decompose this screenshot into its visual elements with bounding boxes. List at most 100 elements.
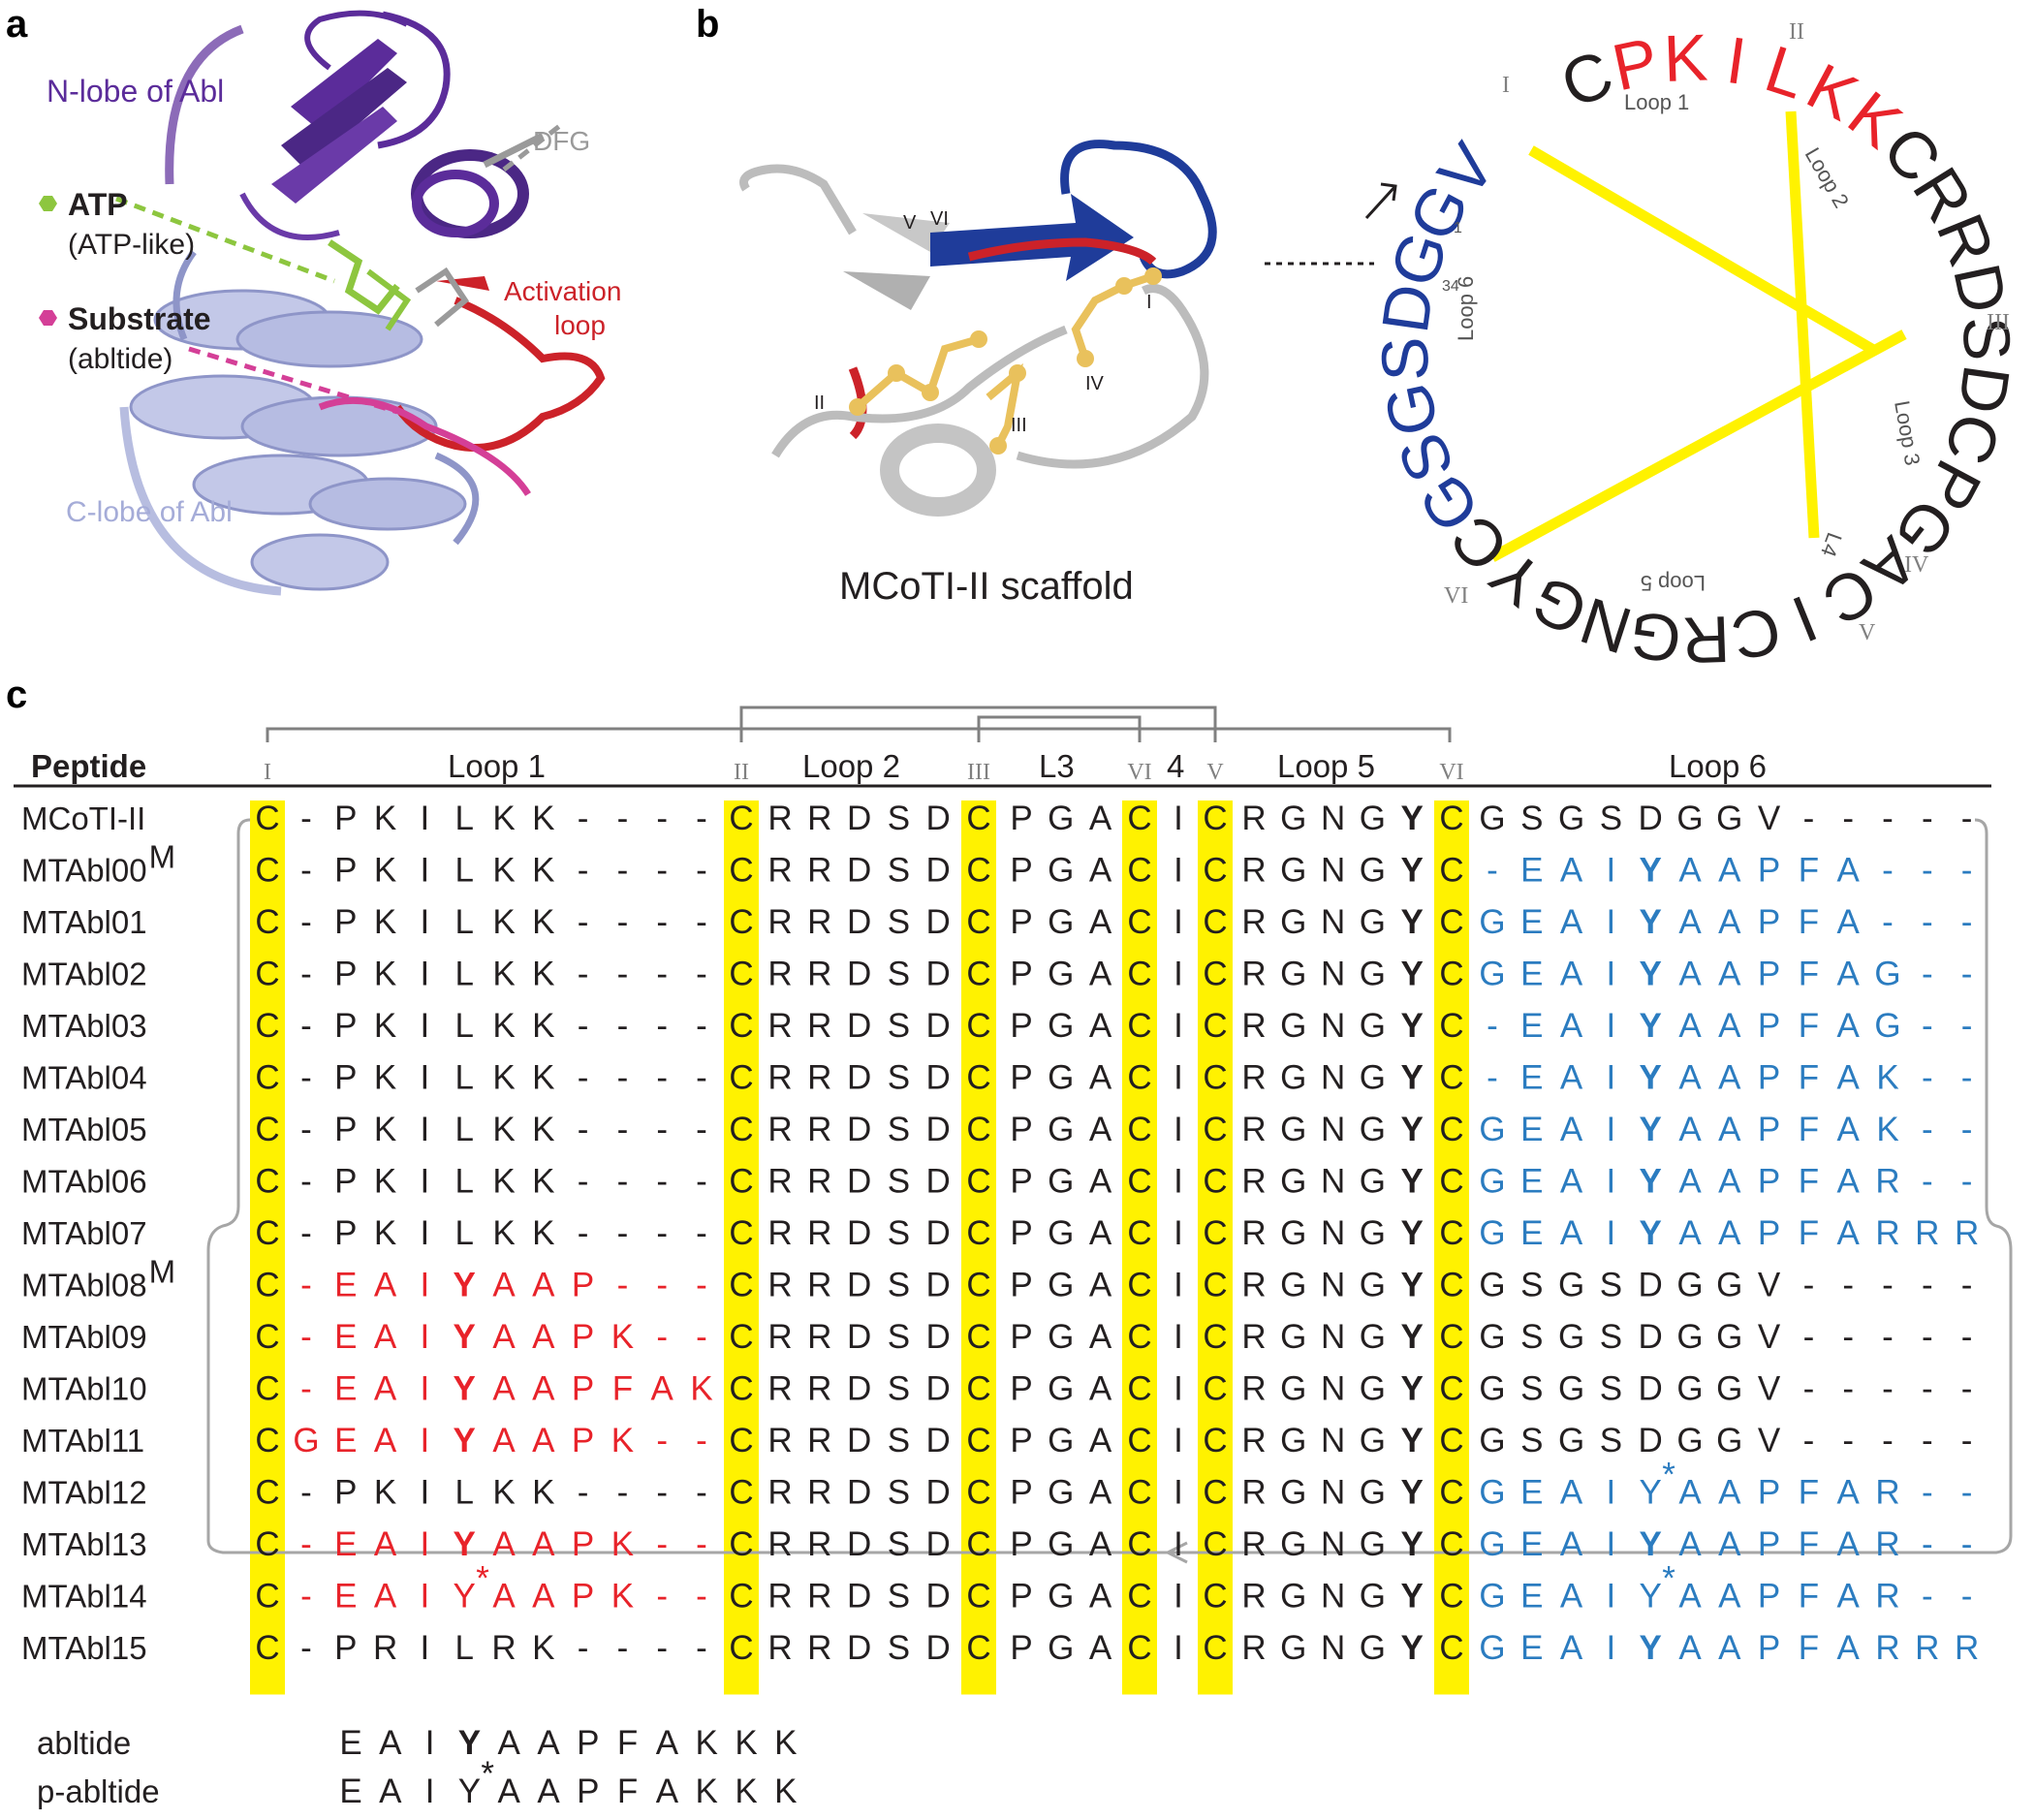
loop1-residue: P	[334, 1059, 357, 1097]
loop6-residue: -	[1882, 903, 1894, 941]
loop1-residue: -	[656, 1214, 668, 1252]
loop6-residue: -	[1882, 1267, 1894, 1304]
loop6-residue: G	[1479, 1422, 1505, 1459]
loop6-residue: R	[1915, 1214, 1939, 1252]
loop6-residue: E	[1520, 1007, 1543, 1045]
loop5-residue: Y	[1401, 1007, 1424, 1045]
loop5-residue: G	[1360, 1163, 1386, 1201]
wheel-residue: S	[1949, 316, 2024, 362]
loop1-residue: A	[492, 1318, 516, 1356]
loop1-residue: -	[617, 1007, 629, 1045]
peptide-superscript: M	[149, 1254, 176, 1290]
loop2-residue: R	[807, 1214, 831, 1252]
loop5-residue: R	[1241, 1318, 1266, 1356]
loop1-residue: -	[656, 1474, 668, 1512]
loop2-residue: R	[807, 1578, 831, 1616]
loop1-residue: I	[421, 800, 430, 837]
cys-residue: C	[729, 1059, 753, 1097]
loop1-residue: K	[492, 1163, 515, 1201]
loop6-residue: E	[1520, 852, 1543, 890]
panel-a: a	[6, 3, 621, 596]
reference-residue: K	[735, 1773, 757, 1810]
loop1-residue: E	[334, 1525, 357, 1563]
loop1-residue: L	[454, 1007, 473, 1045]
loop2-residue: D	[847, 1578, 871, 1616]
wheel-residue: C	[1725, 592, 1787, 675]
cys-residue: C	[1203, 1422, 1227, 1459]
cys-residue: C	[1127, 1422, 1151, 1459]
loop5-residue: N	[1321, 1422, 1345, 1459]
loop1-residue: A	[374, 1422, 397, 1459]
reference-residue: A	[498, 1773, 521, 1810]
loop3-residue: G	[1048, 1578, 1074, 1616]
cys-residue: C	[1439, 1214, 1463, 1252]
loop1-residue: P	[572, 1578, 594, 1616]
cys-residue: C	[966, 1370, 990, 1408]
cys-residue: C	[729, 1163, 753, 1201]
loop3-residue: P	[1010, 800, 1032, 837]
loop4-residue: I	[1174, 1629, 1183, 1667]
activation-loop-label-2: loop	[554, 310, 606, 340]
loop6-residue: G	[1716, 1267, 1742, 1304]
cys-residue: C	[255, 1422, 279, 1459]
loop1-residue: -	[656, 1525, 668, 1563]
loop1-residue: -	[300, 1370, 312, 1408]
loop2-residue: D	[847, 1007, 871, 1045]
loop4-residue: I	[1174, 1318, 1183, 1356]
loop5-residue: R	[1241, 1059, 1266, 1097]
loop6-residue: -	[1922, 1059, 1933, 1097]
loop1-residue: -	[578, 1474, 589, 1512]
cys-residue: C	[255, 1318, 279, 1356]
loop1-residue: K	[374, 1163, 396, 1201]
loop6-residue: S	[1520, 1267, 1543, 1304]
cys-residue: C	[1203, 1111, 1227, 1148]
cysteine-highlight	[1198, 800, 1233, 1695]
cys-residue: C	[1203, 903, 1227, 941]
loop6-residue: G	[1558, 1318, 1584, 1356]
reference-residue: Y	[458, 1724, 481, 1762]
loop6-residue: A	[1837, 852, 1861, 890]
loop6-residue: P	[1758, 956, 1780, 993]
loop6-residue: -	[1922, 1267, 1933, 1304]
loop1-residue: K	[374, 1111, 396, 1148]
cys-residue: C	[966, 1111, 990, 1148]
loop6-residue: -	[1961, 1267, 1973, 1304]
loop2-residue: R	[767, 1214, 792, 1252]
loop6-residue: -	[1922, 1163, 1933, 1201]
loop1-residue: -	[300, 1578, 312, 1616]
wheel-loop-5: Loop 5	[1641, 571, 1706, 595]
loop6-residue: A	[1718, 1629, 1741, 1667]
loop6-residue: R	[1955, 1214, 1979, 1252]
loop6-residue: -	[1922, 1474, 1933, 1512]
loop6-residue: A	[1560, 1629, 1583, 1667]
loop5-residue: Y	[1401, 1422, 1424, 1459]
loop5-residue: G	[1280, 1370, 1306, 1408]
loop6-residue: P	[1758, 1629, 1780, 1667]
loop5-residue: N	[1321, 852, 1345, 890]
loop1-residue: -	[300, 800, 312, 837]
loop2-residue: R	[807, 1267, 831, 1304]
cys-residue: C	[255, 1629, 279, 1667]
wheel-number-1: 1	[1454, 220, 1462, 236]
loop6-residue: A	[1560, 1578, 1583, 1616]
wheel-residue: D	[1368, 280, 1448, 337]
cys-residue: C	[966, 1318, 990, 1356]
loop6-residue: Y	[1640, 903, 1662, 941]
loop4-residue: I	[1174, 852, 1183, 890]
loop1-residue: K	[611, 1318, 634, 1356]
loop6-residue: G	[1716, 800, 1742, 837]
wheel-disulfide-1	[1528, 145, 1878, 356]
cys-residue: C	[966, 1474, 990, 1512]
loop6-residue: G	[1479, 1474, 1505, 1512]
loop6-residue: E	[1520, 1163, 1543, 1201]
loop5-residue: Y	[1401, 1267, 1424, 1304]
loop6-residue: I	[1607, 1163, 1616, 1201]
loop2-residue: D	[847, 1059, 871, 1097]
loop1-residue: K	[532, 956, 554, 993]
peptide-name: MCoTI-II	[21, 800, 145, 836]
panel-b-letter: b	[696, 3, 719, 46]
loop6-residue: F	[1799, 1214, 1819, 1252]
loop3-residue: A	[1089, 1318, 1112, 1356]
